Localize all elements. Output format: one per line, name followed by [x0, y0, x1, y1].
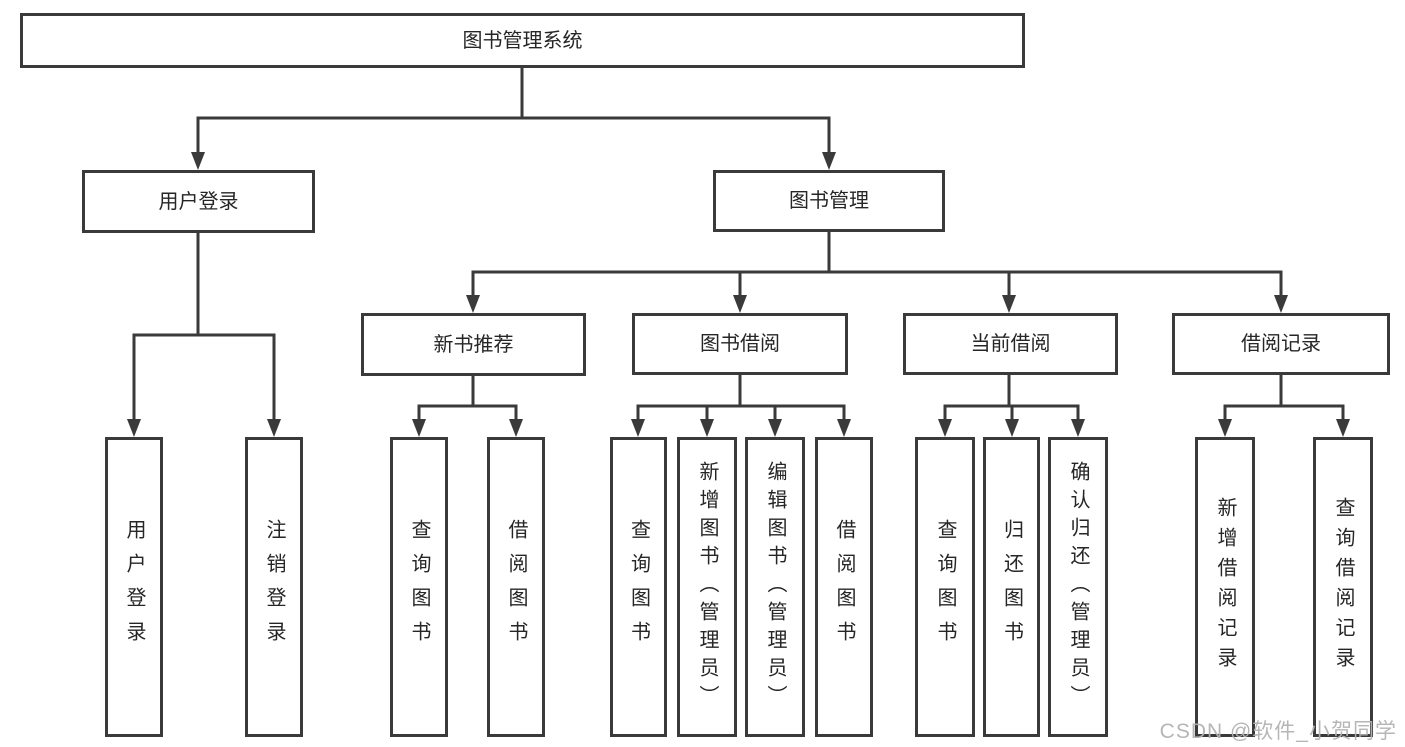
leaf-add-book-admin: 新增图书（管理员）: [677, 437, 737, 737]
leaf-return-book: 归还图书: [983, 437, 1040, 737]
node-label: 新增借阅记录: [1214, 497, 1236, 677]
node-label: 图书管理: [789, 190, 869, 212]
node-label: 借阅图书: [833, 519, 855, 655]
node-label: 编辑图书（管理员）: [764, 461, 786, 713]
node-label: 查询图书: [408, 519, 430, 655]
node-label: 借阅记录: [1241, 333, 1321, 355]
node-library-management-system: 图书管理系统: [20, 13, 1025, 68]
leaf-edit-book-admin: 编辑图书（管理员）: [745, 437, 805, 737]
node-label: 注销登录: [263, 519, 285, 655]
leaf-user-login: 用户登录: [105, 437, 163, 737]
node-label: 新书推荐: [433, 333, 514, 356]
node-label: 查询借阅记录: [1332, 497, 1354, 677]
leaf-query-books-borrow: 查询图书: [610, 437, 667, 737]
leaf-confirm-return-admin: 确认归还（管理员）: [1048, 437, 1108, 737]
leaf-query-books-current: 查询图书: [915, 437, 975, 737]
node-label: 图书借阅: [700, 333, 780, 355]
leaf-query-books-recommend: 查询图书: [390, 437, 448, 737]
node-label: 确认归还（管理员）: [1067, 461, 1089, 713]
node-label: 当前借阅: [970, 333, 1051, 355]
node-label: 用户登录: [158, 190, 239, 213]
node-label: 新增图书（管理员）: [696, 461, 718, 713]
leaf-borrow-books-recommend: 借阅图书: [487, 437, 545, 737]
node-label: 用户登录: [123, 519, 145, 655]
node-label: 借阅图书: [505, 519, 527, 655]
node-user-login: 用户登录: [82, 170, 315, 233]
leaf-borrow-books: 借阅图书: [815, 437, 873, 737]
node-borrow-records: 借阅记录: [1172, 313, 1390, 375]
leaf-query-borrow-record: 查询借阅记录: [1313, 437, 1373, 737]
leaf-logout: 注销登录: [245, 437, 303, 737]
node-book-management: 图书管理: [713, 170, 945, 232]
node-label: 图书管理系统: [462, 29, 583, 52]
node-label: 查询图书: [627, 519, 650, 655]
node-new-book-recommend: 新书推荐: [361, 313, 586, 376]
node-current-borrow: 当前借阅: [903, 313, 1118, 375]
node-label: 归还图书: [1000, 519, 1023, 655]
node-label: 查询图书: [934, 519, 956, 655]
watermark: CSDN @软件_小贺同学: [1159, 720, 1397, 743]
leaf-add-borrow-record: 新增借阅记录: [1195, 437, 1255, 737]
node-book-borrow: 图书借阅: [632, 313, 848, 375]
